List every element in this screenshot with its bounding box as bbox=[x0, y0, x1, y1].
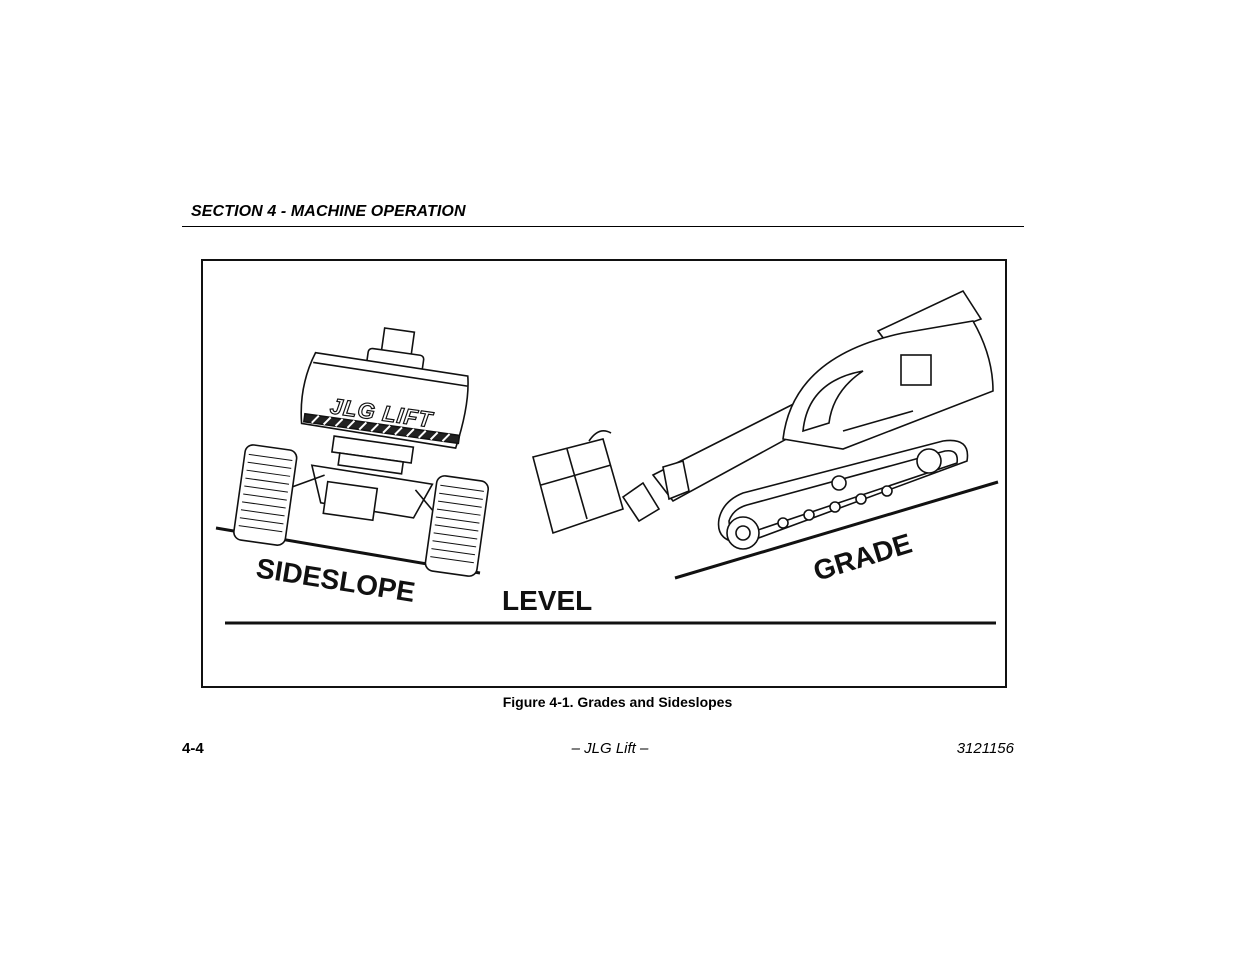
sideslope-label: SIDESLOPE bbox=[254, 552, 417, 608]
figure-frame: JLG LIFT bbox=[201, 259, 1007, 688]
section-header: SECTION 4 - MACHINE OPERATION bbox=[182, 202, 1024, 227]
footer-center-title: – JLG Lift – bbox=[571, 740, 649, 757]
grade-machine bbox=[532, 289, 994, 550]
grades-sideslopes-illustration: JLG LIFT bbox=[215, 289, 999, 625]
grade-label: GRADE bbox=[810, 528, 916, 587]
level-label: LEVEL bbox=[502, 585, 592, 616]
sideslope-machine: JLG LIFT bbox=[233, 327, 490, 577]
page-number: 4-4 bbox=[182, 740, 204, 757]
grade-ground-line bbox=[674, 480, 999, 580]
figure-caption: Figure 4-1. Grades and Sideslopes bbox=[502, 694, 733, 710]
document-number: 3121156 bbox=[956, 740, 1014, 757]
section-title: SECTION 4 - MACHINE OPERATION bbox=[191, 203, 466, 220]
